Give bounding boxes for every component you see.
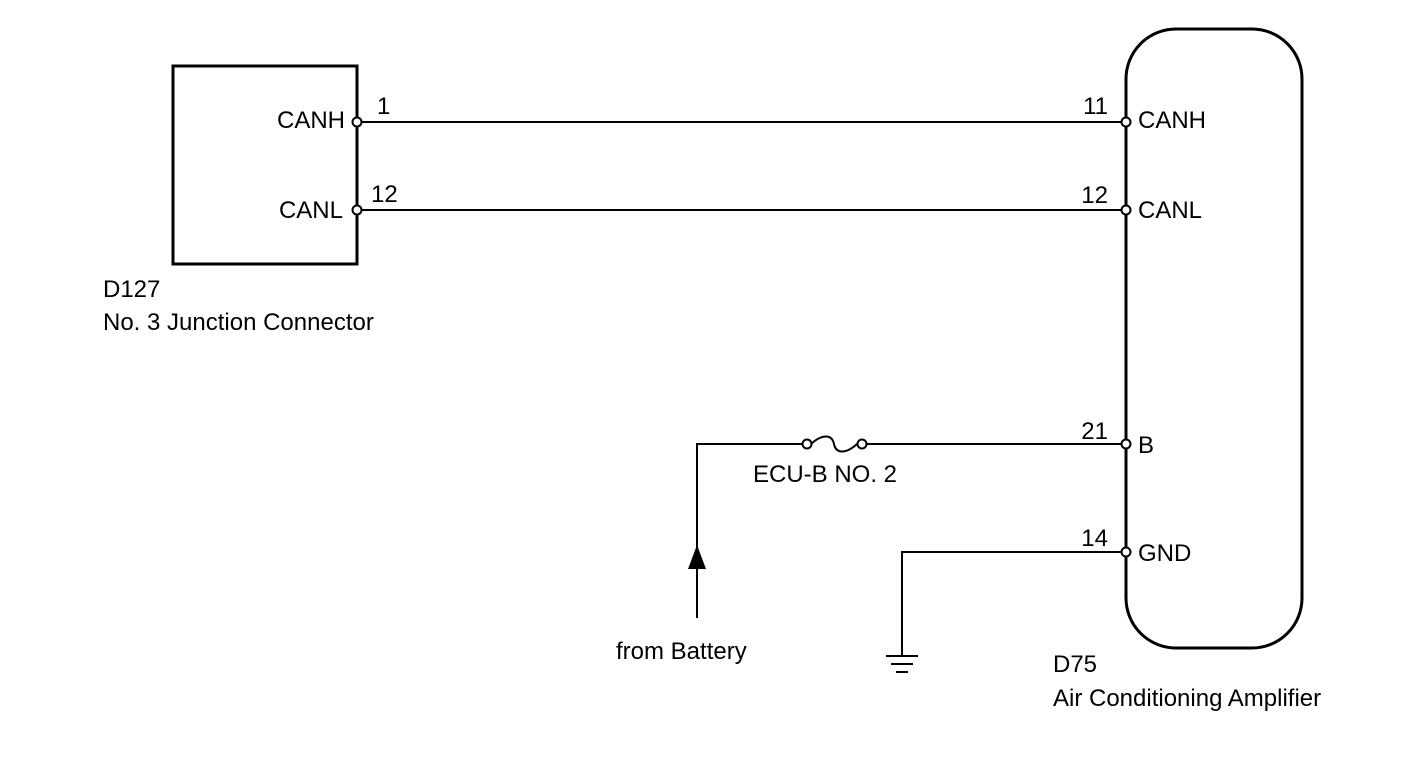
junction-pin-12-terminal: [351, 204, 363, 216]
wire-ground: [901, 551, 1122, 655]
amp-pin-b-signal: B: [1138, 432, 1154, 459]
fuse-terminal-right: [856, 438, 868, 450]
fuse-label: ECU-B NO. 2: [753, 461, 897, 488]
amp-pin-canl-number: 12: [1081, 182, 1108, 209]
junction-pin-canh-signal: CANH: [277, 107, 345, 134]
amp-pin-21-terminal: [1120, 438, 1132, 450]
junction-connector-name: No. 3 Junction Connector: [103, 309, 374, 336]
junction-pin-1-terminal: [351, 116, 363, 128]
battery-arrow-icon: [688, 545, 706, 569]
battery-label: from Battery: [616, 638, 747, 665]
amp-pin-gnd-number: 14: [1081, 525, 1108, 552]
ground-icon: [886, 655, 918, 673]
amp-pin-12-terminal: [1120, 204, 1132, 216]
amp-pin-b-number: 21: [1081, 418, 1108, 445]
junction-connector-code: D127: [103, 276, 160, 303]
junction-pin-canl-signal: CANL: [279, 197, 343, 224]
amp-pin-canh-number: 11: [1083, 93, 1108, 120]
amp-pin-canh-signal: CANH: [1138, 107, 1206, 134]
fuse-symbol: [810, 435, 858, 453]
amplifier-code: D75: [1053, 651, 1097, 678]
amp-pin-canl-signal: CANL: [1138, 197, 1202, 224]
amp-pin-gnd-signal: GND: [1138, 540, 1191, 567]
junction-pin-canh-number: 1: [377, 93, 390, 120]
amplifier-name: Air Conditioning Amplifier: [1053, 685, 1321, 712]
junction-pin-canl-number: 12: [371, 181, 398, 208]
fuse-terminal-left: [801, 438, 813, 450]
junction-connector-box: [171, 64, 359, 266]
amp-pin-14-terminal: [1120, 546, 1132, 558]
amplifier-box: [1124, 27, 1304, 650]
amp-pin-11-terminal: [1120, 116, 1132, 128]
